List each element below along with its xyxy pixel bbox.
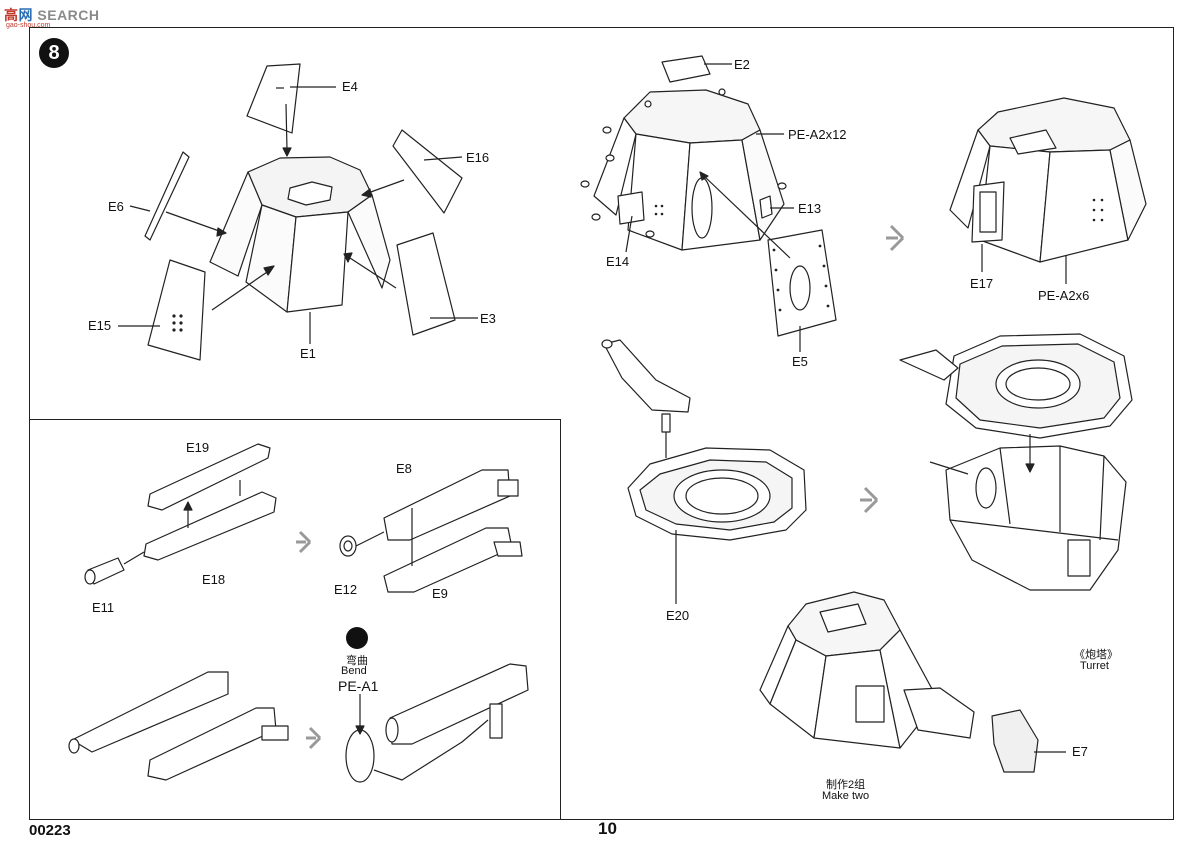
label-PE-A2x6: PE-A2x6 <box>1038 288 1090 303</box>
note-turret-cn: 《炮塔》 <box>1074 649 1118 661</box>
label-E17: E17 <box>970 276 994 291</box>
note-make-two-en: Make two <box>822 790 870 802</box>
watermark-logo: 高网 SEARCH <box>4 5 100 25</box>
label-PE-A1: PE-A1 <box>338 678 379 694</box>
label-E12: E12 <box>334 582 358 597</box>
catalog-code: 00223 <box>29 822 71 839</box>
label-E18: E18 <box>202 572 226 587</box>
watermark-url: gao-shou.com <box>6 22 51 29</box>
label-E8: E8 <box>396 461 412 476</box>
step-badge: 8 <box>39 38 69 68</box>
label-E2: E2 <box>734 57 750 72</box>
label-E11: E11 <box>92 600 115 615</box>
turret-upper-complete <box>886 97 1147 284</box>
turret-ring-assembly <box>601 339 879 604</box>
turret-final-view <box>759 591 1066 773</box>
turret-shell-assembly <box>118 63 478 361</box>
label-E4: E4 <box>342 79 358 94</box>
turret-mounted-assembly <box>899 333 1133 591</box>
watermark-part1: 高 <box>4 7 19 23</box>
note-bend-cn: 弯曲 <box>346 655 368 667</box>
note-make-two-cn: 制作2组 <box>826 779 866 791</box>
label-E9: E9 <box>432 586 448 601</box>
label-E14: E14 <box>606 254 630 269</box>
page-number: 10 <box>598 819 617 838</box>
label-E19: E19 <box>186 440 210 455</box>
label-E1: E1 <box>300 346 316 361</box>
label-E16: E16 <box>466 150 490 165</box>
label-E5: E5 <box>792 354 808 369</box>
label-E20: E20 <box>666 608 690 623</box>
label-E6: E6 <box>108 199 124 214</box>
label-E3: E3 <box>480 311 496 326</box>
label-E7: E7 <box>1072 744 1088 759</box>
label-PE-A2x12: PE-A2x12 <box>788 127 847 142</box>
note-bend-en: Bend <box>341 665 367 677</box>
turret-upper-assembly <box>580 55 837 352</box>
label-E15: E15 <box>88 318 112 333</box>
note-turret-en: Turret <box>1080 660 1109 672</box>
label-E13: E13 <box>798 201 822 216</box>
sub-assembly-frame <box>29 419 561 820</box>
watermark-part3: SEARCH <box>37 7 100 23</box>
bend-icon <box>346 627 368 649</box>
watermark-part2: 网 <box>18 7 33 23</box>
gun-subassembly <box>68 443 529 783</box>
